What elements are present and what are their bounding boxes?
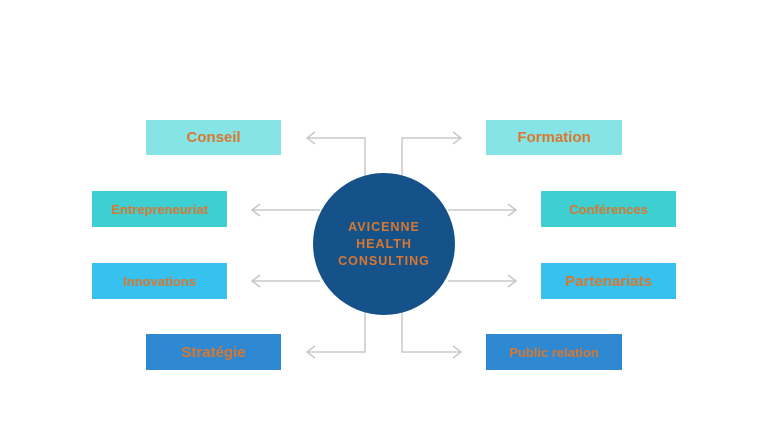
arrowhead-entrepreneuriat	[250, 203, 261, 217]
connector-public-relation	[401, 312, 461, 353]
connector-strategie	[307, 312, 366, 353]
connector-conseil	[307, 137, 366, 176]
arrowhead-strategie	[305, 345, 316, 359]
node-entrepreneuriat: Entrepreneuriat	[92, 191, 227, 227]
arrowhead-partenariats	[507, 274, 518, 288]
arrowhead-public-relation	[452, 345, 463, 359]
node-partenariats: Partenariats	[541, 263, 676, 299]
arrowhead-innovations	[250, 274, 261, 288]
center-line-1: AVICENNE	[348, 219, 420, 234]
center-hub: AVICENNE HEALTH CONSULTING	[313, 173, 455, 315]
node-entrepreneuriat-label: Entrepreneuriat	[111, 201, 208, 217]
arrowhead-formation	[452, 131, 463, 145]
center-line-3: CONSULTING	[338, 253, 430, 268]
arrowhead-conferences	[507, 203, 518, 217]
node-conferences: Conférences	[541, 191, 676, 227]
node-conferences-label: Conférences	[569, 201, 648, 217]
node-innovations-label: Innovations	[123, 273, 196, 289]
node-partenariats-label: Partenariats	[565, 272, 652, 290]
node-formation: Formation	[486, 120, 622, 155]
node-formation-label: Formation	[517, 129, 591, 146]
arrowhead-conseil	[305, 131, 316, 145]
node-public-relation: Public relation	[486, 334, 622, 370]
center-line-2: HEALTH	[356, 236, 412, 251]
node-strategie: Stratégie	[146, 334, 281, 370]
node-public-relation-label: Public relation	[509, 344, 599, 360]
node-conseil: Conseil	[146, 120, 281, 155]
node-conseil-label: Conseil	[186, 129, 241, 146]
connector-formation	[401, 137, 461, 176]
node-strategie-label: Stratégie	[181, 343, 246, 361]
node-innovations: Innovations	[92, 263, 227, 299]
